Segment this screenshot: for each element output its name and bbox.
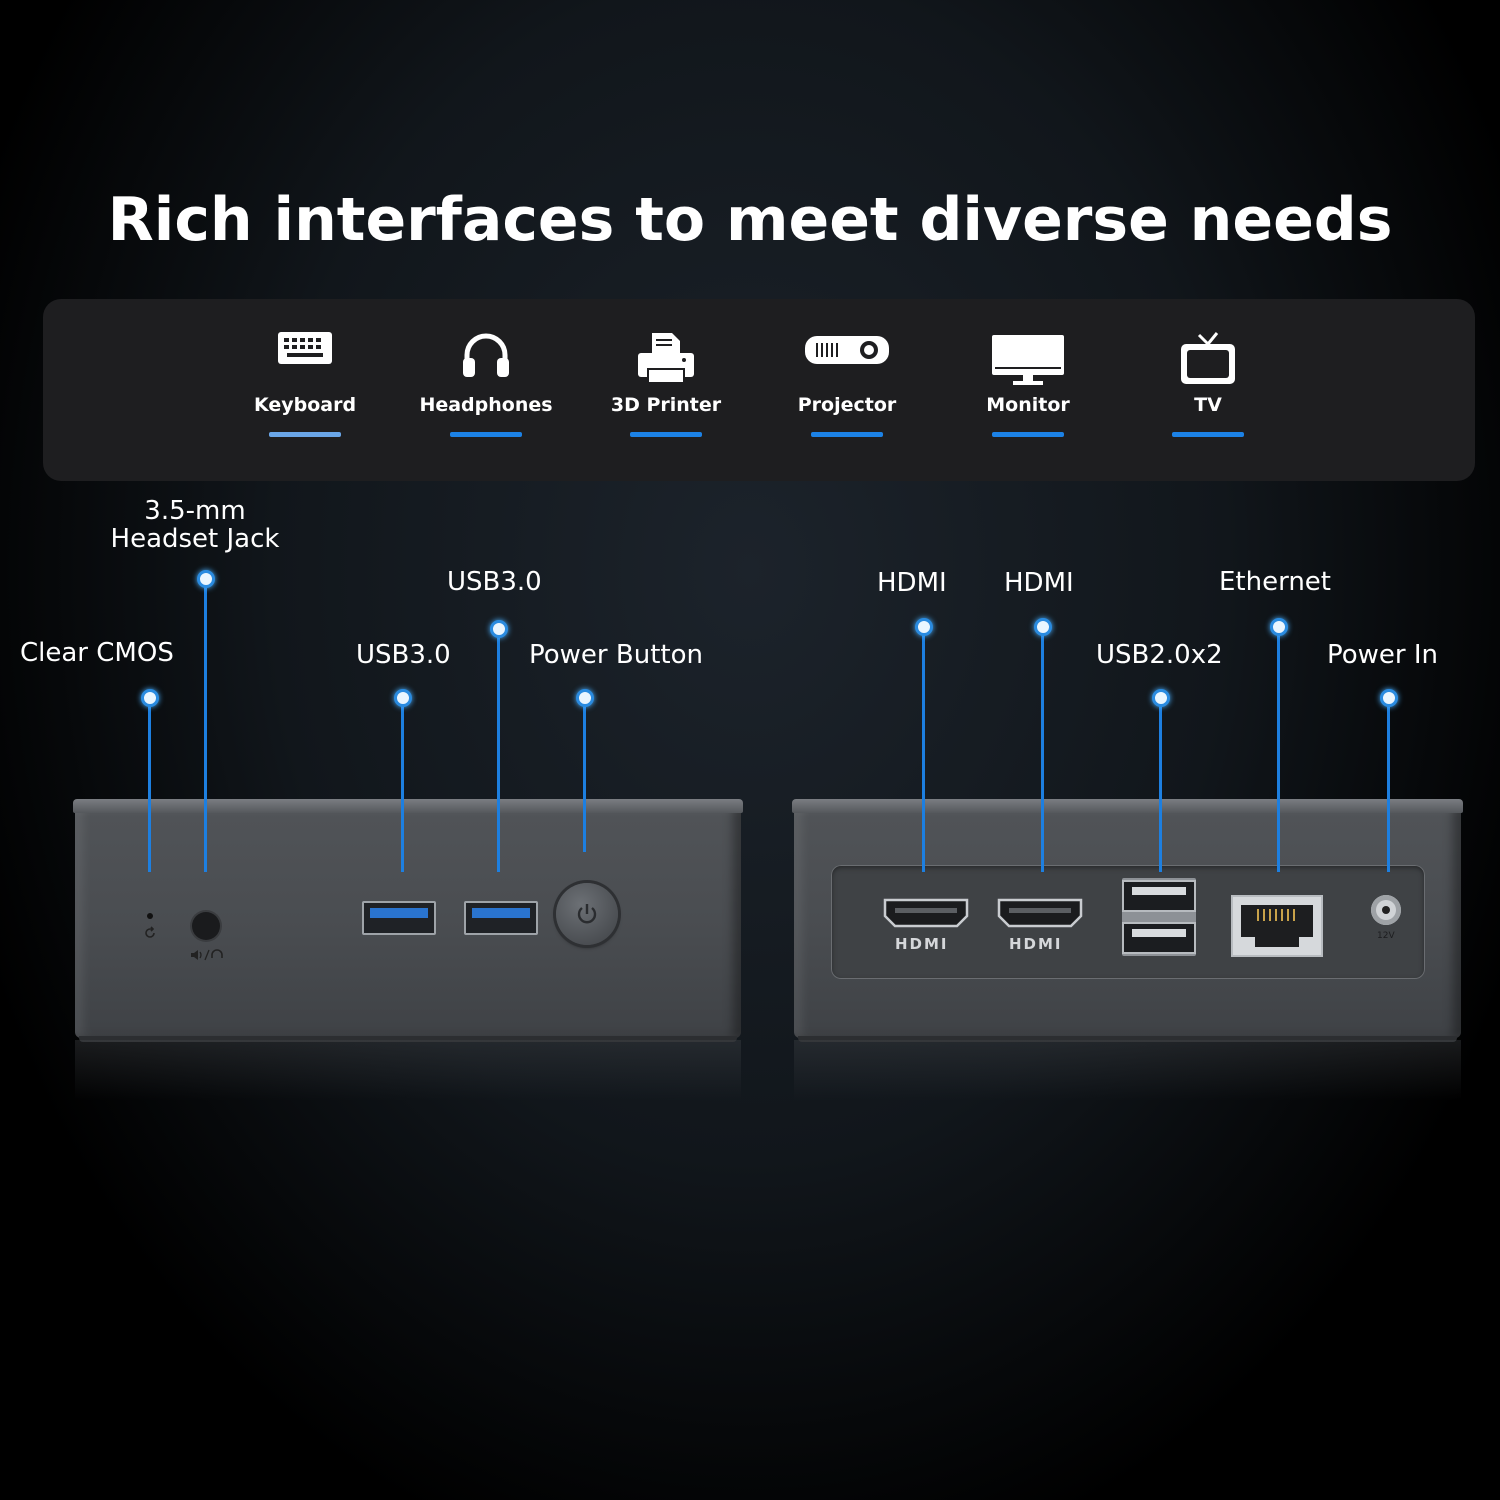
usb2-port[interactable]	[1122, 922, 1196, 954]
device-3d-printer: 3D Printer	[581, 299, 751, 481]
monitor-icon	[991, 331, 1065, 391]
usb3-port[interactable]	[464, 901, 538, 935]
io-plate: HDMI HDMI 12V	[831, 865, 1425, 979]
hdmi-port[interactable]	[883, 898, 969, 932]
hdmi-logo: HDMI	[895, 935, 949, 953]
label-usb2: USB2.0x2	[1096, 640, 1223, 670]
device-monitor: Monitor	[943, 299, 1113, 481]
label-power-in: Power In	[1327, 640, 1439, 670]
leader-line	[401, 697, 404, 872]
callout-dot	[1034, 618, 1052, 636]
hdmi-port[interactable]	[997, 898, 1083, 932]
device-tv: TV	[1123, 299, 1293, 481]
chassis-lip	[73, 799, 743, 813]
dc-power-port[interactable]	[1371, 895, 1401, 925]
leader-line	[497, 628, 500, 872]
label-ethernet: Ethernet	[1219, 567, 1331, 597]
label-usb3-a: USB3.0	[356, 640, 451, 670]
label-usb3-b: USB3.0	[447, 567, 542, 597]
underline	[811, 432, 883, 437]
reflection	[75, 1040, 741, 1100]
usb2-stack	[1122, 878, 1196, 956]
leader-line	[922, 626, 925, 872]
device-keyboard: Keyboard	[220, 299, 390, 481]
dc-rating: 12V	[1377, 931, 1395, 941]
chassis-lip	[792, 799, 1463, 813]
callout-dot	[915, 618, 933, 636]
device-label: 3D Printer	[610, 394, 722, 416]
tv-icon	[1179, 331, 1237, 391]
label-power-button: Power Button	[529, 640, 703, 670]
front-panel	[73, 799, 743, 1042]
page-title: Rich interfaces to meet diverse needs	[107, 185, 1393, 255]
leader-line	[148, 697, 151, 872]
reflection	[794, 1040, 1461, 1100]
reset-icon	[143, 925, 157, 944]
leader-line	[1159, 697, 1162, 872]
underline	[992, 432, 1064, 437]
underline	[269, 432, 341, 437]
device-projector: Projector	[762, 299, 932, 481]
clear-cmos-hole[interactable]	[147, 913, 153, 919]
device-label: Keyboard	[253, 394, 357, 416]
callout-dot	[1152, 689, 1170, 707]
printer-icon	[636, 331, 696, 389]
callout-dot	[490, 620, 508, 638]
projector-icon	[804, 331, 890, 371]
device-bar: Keyboard Headphones 3D Printer	[43, 299, 1475, 481]
leader-line	[204, 578, 207, 872]
headphones-icon	[461, 331, 511, 383]
power-button[interactable]	[556, 883, 618, 945]
label-clear-cmos: Clear CMOS	[20, 638, 174, 668]
callout-dot	[1380, 689, 1398, 707]
callout-dot	[197, 570, 215, 588]
device-label: Projector	[797, 394, 897, 416]
usb2-port[interactable]	[1122, 880, 1196, 912]
leader-line	[1387, 697, 1390, 872]
rear-panel: HDMI HDMI 12V	[792, 799, 1463, 1042]
usb3-port[interactable]	[362, 901, 436, 935]
device-label: Monitor	[986, 394, 1070, 416]
chassis-bottom	[798, 1036, 1457, 1042]
callout-dot	[141, 689, 159, 707]
audio-icon	[189, 947, 225, 966]
device-label: Headphones	[419, 394, 553, 416]
ethernet-port[interactable]	[1231, 895, 1323, 957]
label-headset-jack: 3.5-mm Headset Jack	[110, 496, 280, 554]
power-icon	[577, 904, 597, 924]
chassis-bottom	[79, 1036, 737, 1042]
label-hdmi-b: HDMI	[1004, 568, 1074, 598]
underline	[1172, 432, 1244, 437]
device-headphones: Headphones	[401, 299, 571, 481]
underline	[450, 432, 522, 437]
leader-line	[583, 697, 586, 852]
callout-dot	[1270, 618, 1288, 636]
underline	[630, 432, 702, 437]
callout-dot	[576, 689, 594, 707]
keyboard-icon	[277, 331, 333, 369]
leader-line	[1041, 626, 1044, 872]
headset-jack-port[interactable]	[192, 912, 220, 940]
device-label: TV	[1194, 394, 1222, 416]
label-hdmi-a: HDMI	[877, 568, 947, 598]
callout-dot	[394, 689, 412, 707]
leader-line	[1277, 626, 1280, 872]
hdmi-logo: HDMI	[1009, 935, 1063, 953]
